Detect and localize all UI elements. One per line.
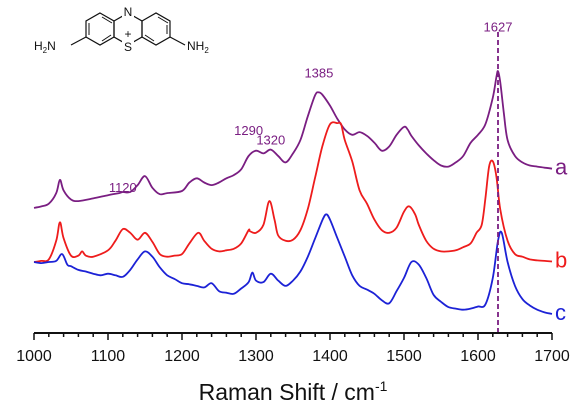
series-c-line	[33, 213, 553, 315]
right-ring	[141, 12, 171, 46]
x-tick-label: 1700	[534, 348, 570, 365]
right-ring-bond	[157, 16, 169, 24]
series-c-label: c	[555, 300, 566, 325]
ring-sulfur: S	[124, 40, 132, 54]
molecule-structure: N S + H2N NH2	[34, 5, 209, 55]
x-tick-label: 1300	[238, 348, 274, 365]
left-ring	[85, 12, 115, 46]
n-atom-mask	[122, 5, 134, 18]
series-a-line	[33, 70, 553, 209]
x-tick-label: 1200	[164, 348, 200, 365]
right-amine-bond	[169, 36, 186, 46]
x-tick-label: 1500	[386, 348, 422, 365]
peak-label-1385: 1385	[304, 66, 333, 81]
peak-label-1290: 1290	[234, 123, 263, 138]
peak-label-1120: 1120	[109, 180, 137, 195]
x-axis-title: Raman Shift / cm-1	[199, 378, 388, 405]
series-a-label: a	[555, 155, 568, 180]
ring-nitrogen: N	[124, 5, 133, 19]
x-axis: 1000 1100 1200 1300 1400 1500 1600 1700	[16, 332, 570, 365]
charge-sign: +	[124, 27, 131, 41]
left-ring-bond	[101, 16, 113, 24]
right-amine-label: NH2	[187, 39, 209, 55]
x-tick-label: 1400	[312, 348, 348, 365]
left-amine-label: H2N	[34, 39, 56, 55]
spectra-layer: a b c	[33, 32, 568, 333]
peak-label-1320: 1320	[256, 132, 285, 147]
series-b-line	[33, 121, 553, 263]
series-b-label: b	[555, 248, 567, 273]
x-tick-label: 1600	[460, 348, 496, 365]
left-ring-bond	[101, 34, 112, 42]
x-tick-label: 1000	[16, 348, 52, 365]
right-ring-bond	[144, 34, 155, 42]
peak-label-1627: 1627	[484, 20, 513, 35]
s-atom-mask	[122, 40, 134, 53]
left-amine-bond	[70, 36, 87, 46]
x-tick-label: 1100	[91, 348, 126, 365]
